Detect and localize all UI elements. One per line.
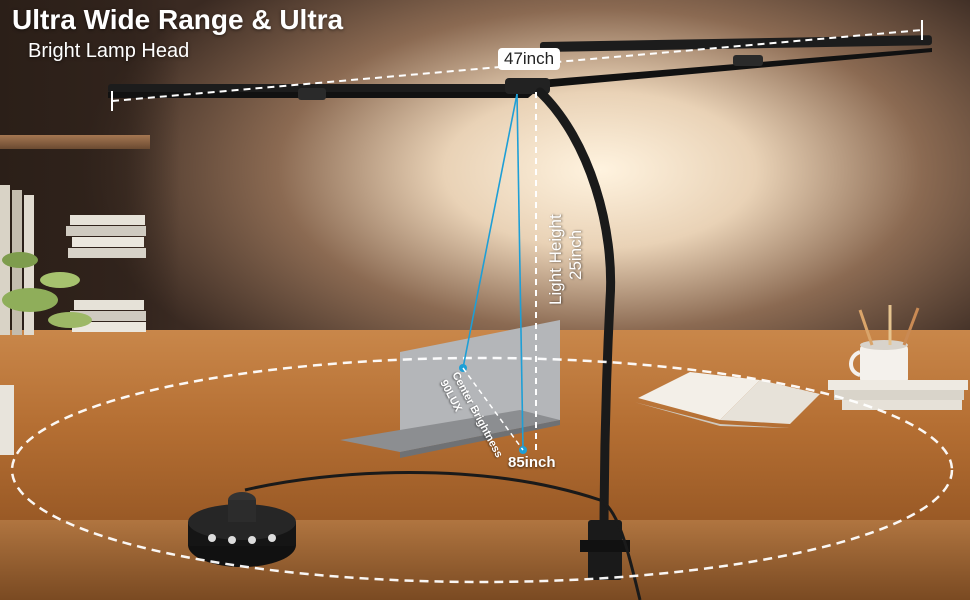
- lamp-gooseneck-arm: [535, 87, 616, 545]
- range-label: 85inch: [508, 454, 556, 471]
- lamp-clamp: [580, 520, 630, 580]
- beam-line: [516, 93, 524, 451]
- width-measure-line: [111, 29, 923, 102]
- desk-front-edge: [0, 520, 970, 600]
- plant-icon: [0, 252, 92, 455]
- power-cable: [244, 471, 642, 600]
- touch-controller: [188, 492, 296, 567]
- illumination-range-outline: [10, 356, 954, 584]
- open-book: [634, 372, 820, 428]
- beam-line: [462, 93, 518, 369]
- stacked-books-desk: [828, 380, 968, 410]
- light-height-value: 25inch: [566, 229, 585, 280]
- width-label: 47inch: [498, 48, 561, 70]
- pencil-cup: [849, 305, 920, 383]
- headline-subtitle: Bright Lamp Head: [28, 40, 190, 62]
- headline-title: Ultra Wide Range & Ultra: [12, 4, 344, 35]
- light-height-label: Light Height: [546, 214, 565, 305]
- wall-shelf-upper: [0, 135, 150, 149]
- tablet-on-stand: [340, 320, 560, 458]
- lamp-head: [108, 35, 932, 100]
